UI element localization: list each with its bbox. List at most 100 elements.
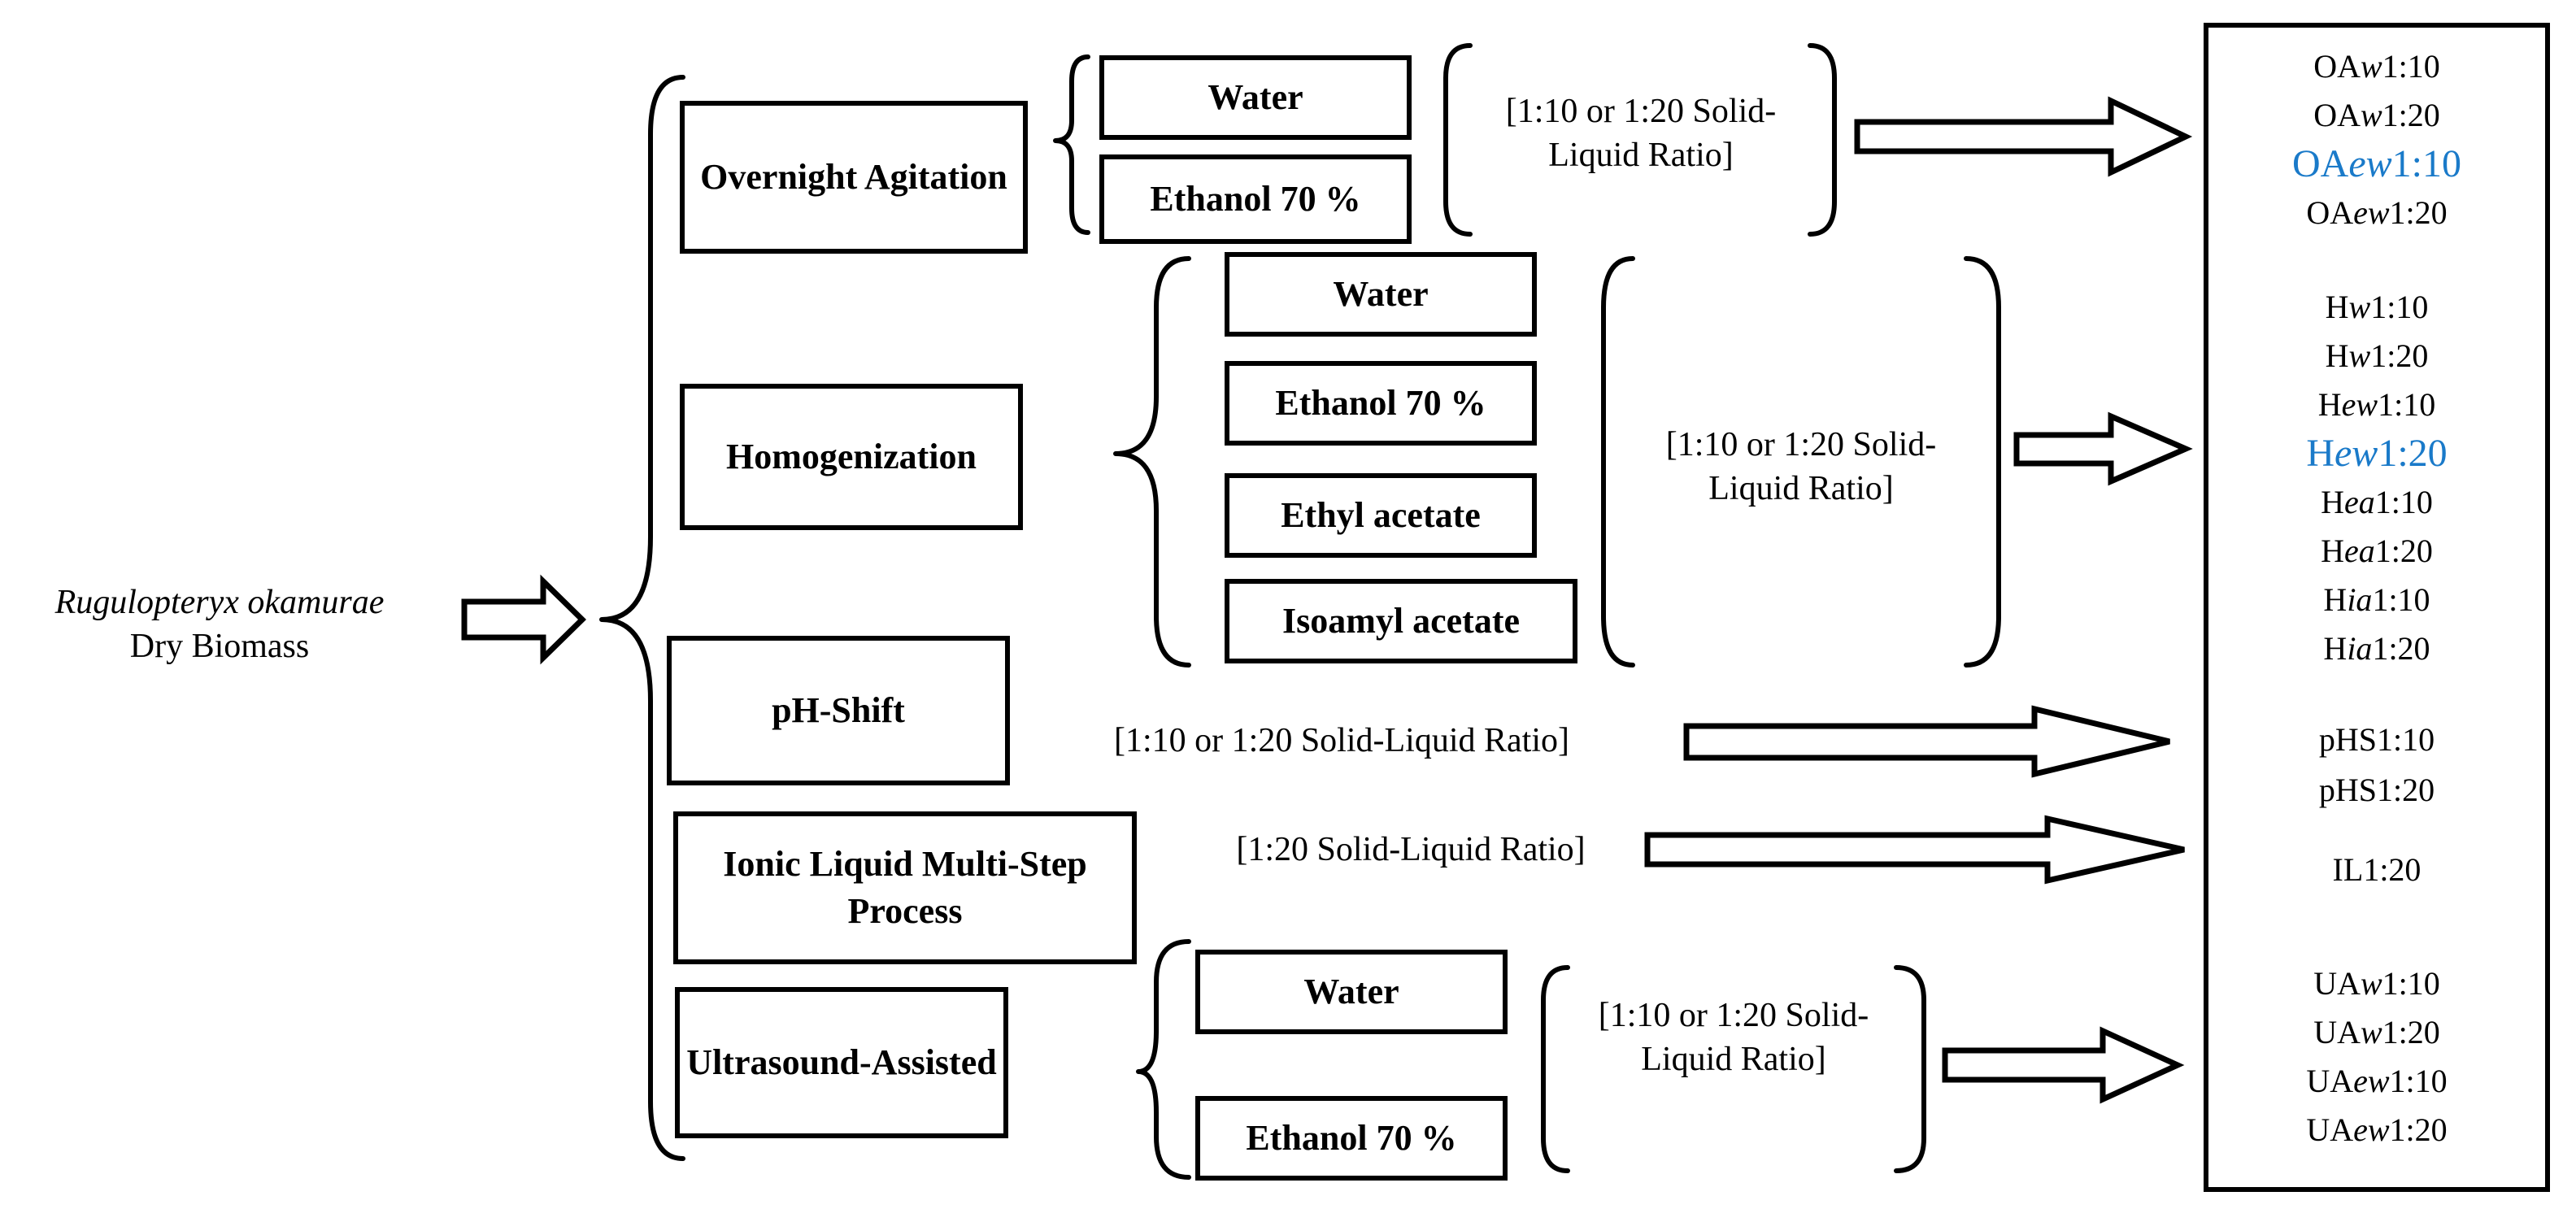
h-ratio-close-bracket — [1964, 256, 2001, 668]
output-code-solvent: ew — [2334, 432, 2378, 475]
output-code-oa-3: OAew1:10 — [2208, 145, 2545, 184]
oa-ratio-label: [1:10 or 1:20 Solid- Liquid Ratio] — [1456, 89, 1826, 177]
oa-ratio-line1: [1:10 or 1:20 Solid- — [1505, 93, 1777, 130]
output-code-prefix: pHS — [2318, 721, 2377, 758]
output-code-solvent: ea — [2344, 533, 2375, 569]
output-code-solvent: w — [2360, 48, 2382, 85]
output-code-h-5: Hea1:10 — [2208, 483, 2545, 522]
solvent-h-water: Water — [1225, 252, 1537, 337]
output-code-ph-2: pHS1:20 — [2208, 771, 2545, 810]
solvent-oa-ethanol: Ethanol 70 % — [1099, 154, 1412, 244]
h-arrow — [2013, 411, 2193, 486]
output-code-ratio: 1:20 — [2372, 630, 2430, 667]
ph-ratio-label: [1:10 or 1:20 Solid-Liquid Ratio] — [1114, 722, 1569, 759]
main-brace — [599, 75, 685, 1161]
output-code-ratio: 1:20 — [2378, 432, 2448, 475]
h-ratio-line1: [1:10 or 1:20 Solid- — [1665, 426, 1937, 463]
output-code-h-4: Hew1:20 — [2208, 434, 2545, 473]
source-subtitle: Dry Biomass — [129, 628, 310, 665]
output-code-prefix: H — [2325, 337, 2349, 374]
output-code-solvent: ea — [2344, 484, 2375, 520]
output-code-ua-3: UAew1:10 — [2208, 1062, 2545, 1101]
solvent-h-isoamyl-acetate: Isoamyl acetate — [1225, 579, 1577, 663]
output-code-prefix: OA — [2306, 194, 2354, 231]
output-code-ratio: 1:20 — [2382, 1014, 2440, 1050]
solvent-h-ethanol: Ethanol 70 % — [1225, 361, 1537, 446]
oa-ratio-close-bracket — [1808, 43, 1837, 237]
ua-brace — [1136, 939, 1191, 1180]
output-code-solvent: w — [2360, 1014, 2382, 1050]
output-code-prefix: pHS — [2318, 772, 2377, 808]
ph-arrow — [1683, 705, 2170, 778]
output-code-h-8: Hia1:20 — [2208, 629, 2545, 668]
output-code-prefix: H — [2323, 581, 2348, 618]
output-code-h-7: Hia1:10 — [2208, 581, 2545, 620]
output-code-oa-4: OAew1:20 — [2208, 194, 2545, 233]
output-code-ratio: 1:10 — [2391, 142, 2461, 185]
output-code-prefix: H — [2325, 289, 2349, 325]
output-code-prefix: UA — [2306, 1111, 2354, 1148]
output-code-ua-4: UAew1:20 — [2208, 1111, 2545, 1150]
output-code-ratio: 1:20 — [2374, 533, 2433, 569]
output-code-prefix: UA — [2306, 1063, 2354, 1099]
method-ultrasound: Ultrasound-Assisted — [675, 987, 1008, 1138]
output-code-ua-1: UAw1:10 — [2208, 964, 2545, 1003]
output-code-ratio: 1:20 — [2363, 851, 2422, 888]
output-code-prefix: OA — [2292, 142, 2349, 185]
oa-ratio-open-bracket — [1443, 43, 1473, 237]
ua-ratio-label: [1:10 or 1:20 Solid- Liquid Ratio] — [1548, 994, 1919, 1081]
source-species: Rugulopteryx okamurae — [54, 584, 385, 621]
output-code-solvent: w — [2360, 97, 2382, 133]
oa-ratio-line2: Liquid Ratio] — [1548, 137, 1734, 174]
output-code-solvent: ew — [2353, 1111, 2390, 1148]
output-code-solvent: ew — [2341, 386, 2378, 423]
method-ph-shift: pH-Shift — [667, 636, 1010, 785]
output-code-ratio: 1:10 — [2374, 484, 2433, 520]
oa-brace — [1053, 54, 1090, 235]
output-code-prefix: IL — [2332, 851, 2364, 888]
output-code-ratio: 1:20 — [2389, 194, 2448, 231]
il-ratio-label: [1:20 Solid-Liquid Ratio] — [1236, 831, 1586, 868]
output-code-ratio: 1:10 — [2378, 386, 2436, 423]
output-code-oa-1: OAw1:10 — [2208, 47, 2545, 86]
output-code-ratio: 1:20 — [2389, 1111, 2448, 1148]
output-code-ua-2: UAw1:20 — [2208, 1013, 2545, 1052]
output-code-prefix: UA — [2313, 965, 2361, 1002]
il-arrow — [1644, 815, 2185, 885]
output-code-ratio: 1:10 — [2389, 1063, 2448, 1099]
output-code-prefix: H — [2317, 386, 2342, 423]
ua-ratio-close-bracket — [1894, 965, 1926, 1173]
method-homogenization: Homogenization — [680, 384, 1023, 530]
solvent-ua-ethanol: Ethanol 70 % — [1195, 1096, 1508, 1181]
output-code-solvent: ew — [2353, 1063, 2390, 1099]
output-code-h-1: Hw1:10 — [2208, 288, 2545, 327]
output-code-solvent: w — [2360, 965, 2382, 1002]
h-ratio-line2: Liquid Ratio] — [1708, 470, 1894, 507]
output-code-ratio: 1:10 — [2377, 721, 2435, 758]
h-ratio-label: [1:10 or 1:20 Solid- Liquid Ratio] — [1608, 423, 1994, 511]
output-code-ratio: 1:10 — [2382, 965, 2440, 1002]
output-code-solvent: w — [2348, 289, 2371, 325]
output-code-prefix: H — [2321, 484, 2344, 520]
solvent-oa-water: Water — [1099, 55, 1412, 140]
output-code-ratio: 1:20 — [2370, 337, 2429, 374]
ua-arrow — [1942, 1026, 2185, 1104]
output-code-ratio: 1:20 — [2377, 772, 2435, 808]
output-code-prefix: OA — [2313, 97, 2361, 133]
output-code-prefix: OA — [2313, 48, 2361, 85]
solvent-h-ethyl-acetate: Ethyl acetate — [1225, 473, 1537, 558]
output-code-solvent: ew — [2353, 194, 2390, 231]
ua-ratio-line1: [1:10 or 1:20 Solid- — [1598, 997, 1869, 1034]
output-code-ratio: 1:10 — [2382, 48, 2440, 85]
output-code-prefix: H — [2306, 432, 2334, 475]
output-code-ph-1: pHS1:10 — [2208, 720, 2545, 759]
ua-ratio-line2: Liquid Ratio] — [1641, 1041, 1826, 1078]
oa-arrow — [1854, 96, 2193, 177]
output-code-solvent: ew — [2348, 142, 2392, 185]
ua-ratio-open-bracket — [1541, 965, 1570, 1173]
output-code-ratio: 1:10 — [2372, 581, 2430, 618]
method-overnight-agitation: Overnight Agitation — [680, 101, 1028, 254]
h-ratio-open-bracket — [1601, 256, 1635, 668]
